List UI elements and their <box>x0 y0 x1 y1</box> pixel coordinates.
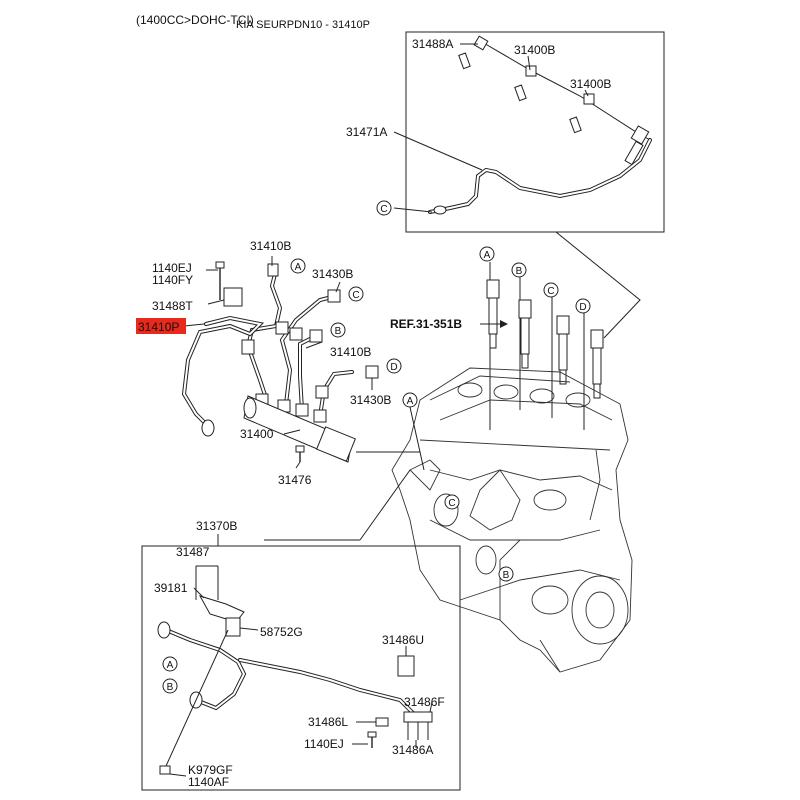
sensor-detail-box <box>141 545 461 791</box>
return-hose-detail-box <box>393 31 665 339</box>
svg-text:A: A <box>407 396 414 407</box>
model-code: KIA SEURPDN10 - 31410P <box>236 19 370 31</box>
label-31471A: 31471A <box>346 125 387 139</box>
label-31486F: 31486F <box>404 695 445 709</box>
svg-text:A: A <box>295 262 302 273</box>
highlighted-part-31410P[interactable]: 31410P <box>136 318 186 334</box>
label-31487: 31487 <box>176 545 210 559</box>
label-1140FY: 1140FY <box>152 273 193 287</box>
svg-text:A: A <box>167 660 174 671</box>
callout-B-injector: B <box>511 262 527 278</box>
label-31410B-1: 31410B <box>250 239 291 253</box>
label-1140AF: 1140AF <box>188 775 229 789</box>
callout-C-top: C <box>376 200 392 216</box>
callout-C-engine: C <box>444 494 460 510</box>
callout-D-injector: D <box>575 298 591 314</box>
svg-text:C: C <box>547 286 554 297</box>
callout-A-injector: A <box>479 246 495 262</box>
label-1140EJ-top: 1140EJ <box>152 261 192 275</box>
callout-B-engine: B <box>498 566 514 582</box>
highlight-box <box>136 318 186 334</box>
label-31410B-2: 31410B <box>330 345 371 359</box>
callout-B-sensor: B <box>162 678 178 694</box>
label-31488A: 31488A <box>412 37 453 51</box>
engine-block <box>391 367 633 673</box>
svg-text:C: C <box>380 204 387 215</box>
ref-label: REF.31-351B <box>390 317 462 331</box>
svg-text:D: D <box>390 362 397 373</box>
svg-text:B: B <box>516 266 523 277</box>
label-31430B-1: 31430B <box>312 267 353 281</box>
label-31486U: 31486U <box>382 633 424 647</box>
svg-text:A: A <box>484 250 491 261</box>
label-39181: 39181 <box>154 581 188 595</box>
svg-text:B: B <box>503 570 510 581</box>
label-31486A: 31486A <box>392 743 433 757</box>
label-31476: 31476 <box>278 473 312 487</box>
label-31400: 31400 <box>240 427 274 441</box>
label-31400B-top2: 31400B <box>570 77 611 91</box>
injectors <box>486 262 604 430</box>
label-1140EJ-bottom: 1140EJ <box>304 737 344 751</box>
svg-text:C: C <box>352 290 359 301</box>
callout-B-rail: B <box>330 322 346 338</box>
callout-A-sensor: A <box>162 656 178 672</box>
label-31410P: 31410P <box>138 320 179 334</box>
svg-text:B: B <box>167 682 174 693</box>
engine-spec: (1400CC>DOHC-TCI) <box>136 13 254 27</box>
svg-text:B: B <box>335 326 342 337</box>
callout-D-rail: D <box>386 358 402 374</box>
label-31400B-top1: 31400B <box>514 43 555 57</box>
callout-A-engine: A <box>402 392 425 471</box>
svg-text:D: D <box>579 302 586 313</box>
svg-text:C: C <box>448 498 455 509</box>
label-31486L: 31486L <box>308 715 348 729</box>
label-58752G: 58752G <box>260 625 303 639</box>
fuel-rail-assembly <box>181 256 420 541</box>
label-31430B-2: 31430B <box>350 393 391 407</box>
callout-C-injector: C <box>543 282 559 298</box>
label-K979GF: K979GF <box>188 763 233 777</box>
label-31488T: 31488T <box>152 299 193 313</box>
callout-A-rail: A <box>290 258 306 274</box>
label-31370B: 31370B <box>196 519 237 533</box>
callout-C-rail: C <box>348 286 364 302</box>
